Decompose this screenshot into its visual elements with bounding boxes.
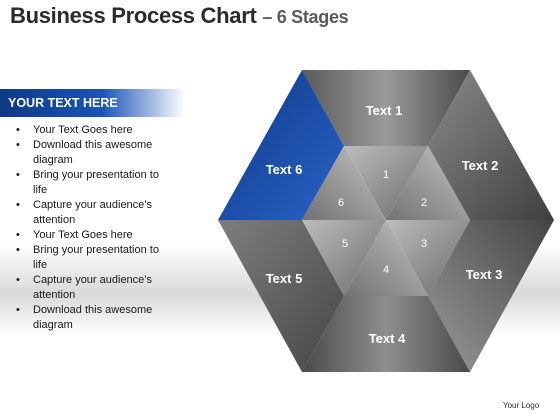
inner-triangle-1 (344, 146, 428, 220)
inner-triangle-3 (386, 220, 470, 296)
bullet-item: Download this awesome diagram (16, 303, 176, 333)
segment-4 (302, 296, 470, 372)
bullet-item: Capture your audience’s attention (16, 198, 176, 228)
title-main: Business Process Chart (10, 3, 257, 28)
title-sub: – 6 Stages (262, 7, 349, 27)
bullet-item: Your Text Goes here (16, 228, 176, 243)
segment-1 (302, 70, 470, 146)
segment-3 (428, 220, 554, 372)
page-title: Business Process Chart – 6 Stages (10, 3, 349, 29)
inner-triangle-5 (302, 220, 386, 296)
bullet-list: Your Text Goes here Download this awesom… (16, 123, 176, 333)
bullet-item: Download this awesome diagram (16, 138, 176, 168)
bullet-item: Your Text Goes here (16, 123, 176, 138)
segment-label-6: Text 6 (266, 162, 303, 177)
inner-triangle-2 (386, 146, 470, 220)
inner-triangle-6 (302, 146, 386, 220)
segment-2 (428, 70, 554, 220)
logo-text: Your Logo (503, 401, 540, 410)
inner-number-2: 2 (421, 197, 427, 209)
inner-number-3: 3 (421, 238, 427, 250)
header-text: YOUR TEXT HERE (8, 96, 118, 110)
segment-label-2: Text 2 (462, 158, 499, 173)
header-bar: YOUR TEXT HERE (0, 89, 185, 117)
bullet-item: Bring your presentation to life (16, 243, 176, 273)
segment-label-3: Text 3 (466, 267, 503, 282)
segment-label-5: Text 5 (266, 271, 303, 286)
bullet-item: Bring your presentation to life (16, 168, 176, 198)
inner-number-5: 5 (342, 238, 348, 250)
bullet-item: Capture your audience’s attention (16, 273, 176, 303)
inner-number-1: 1 (383, 169, 389, 181)
segment-label-1: Text 1 (366, 103, 403, 118)
inner-number-4: 4 (383, 264, 389, 276)
segment-6 (218, 70, 344, 220)
inner-triangle-4 (344, 220, 428, 296)
segment-label-4: Text 4 (369, 331, 406, 346)
inner-number-6: 6 (338, 197, 344, 209)
segment-5 (218, 220, 344, 372)
